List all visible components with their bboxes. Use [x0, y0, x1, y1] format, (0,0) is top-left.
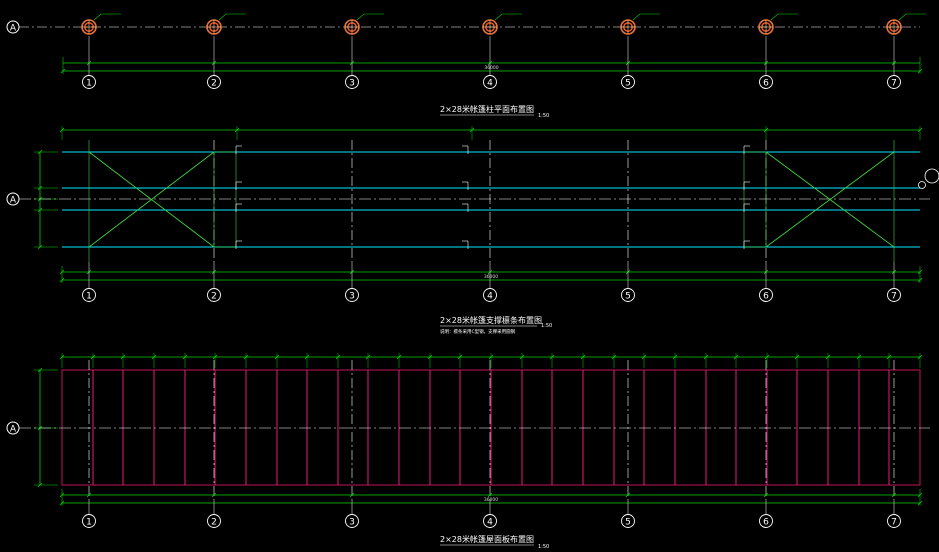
dimension-tick [86, 492, 92, 498]
view-roof-panel-layout: A 36000 1 2 3 4 5 6 7 2×28米帐篷屋面板布置图 1:50 [6, 353, 930, 550]
end-bay-frame-box [743, 151, 767, 248]
axis-bubble-3 [345, 514, 359, 528]
dimension-tick [211, 492, 217, 498]
dimension-overall-value: 36000 [484, 497, 498, 503]
column-leader-line [494, 13, 503, 21]
column-leader-line [218, 13, 227, 21]
purlin-layout-bottom-dimensions: 36000 [59, 266, 923, 283]
column-leader-line [898, 13, 907, 21]
axis-bubble-6 [759, 514, 773, 528]
axis-bubble-7 [887, 75, 901, 89]
dimension-overall-value: 36000 [484, 274, 498, 280]
purlin-layout-axis-bubbles: 1 2 3 4 5 6 7 [82, 262, 901, 302]
roof-layout-title: 2×28米帐篷屋面板布置图 [440, 534, 534, 544]
column-markers [81, 13, 926, 35]
column-leader-line [356, 13, 365, 21]
axis-label-1: 1 [86, 79, 92, 89]
axis-label-3: 3 [349, 292, 355, 302]
dimension-tick [763, 492, 769, 498]
detail-callout-bubble [924, 168, 939, 184]
dimension-tick [349, 492, 355, 498]
axis-label-6: 6 [763, 518, 769, 528]
axis-label-1: 1 [86, 518, 92, 528]
axis-label-2: 2 [211, 79, 217, 89]
axis-label-4: 4 [487, 292, 493, 302]
axis-bubble-3 [345, 288, 359, 302]
purlin-layout-scale: 1:50 [541, 323, 552, 329]
column-layout-title: 2×28米帐篷柱平面布置图 [440, 104, 534, 114]
purlin-layout-top-dimensions [59, 126, 923, 140]
axis-bubble-4 [483, 514, 497, 528]
purlin-layout-note: 说明：檩条采用C型钢，支撑采用圆钢 [440, 328, 516, 335]
axis-label-7: 7 [891, 79, 897, 89]
axis-label-1: 1 [86, 292, 92, 302]
axis-bubble-2 [207, 514, 221, 528]
column-layout-scale: 1:50 [538, 113, 549, 119]
view-purlin-bracing-layout: A 36000 1 2 3 4 5 6 7 2×28米帐篷支撑檩条布置图 1:50 说明：檩… [6, 126, 939, 335]
roof-layout-bottom-dimensions: 36000 [59, 489, 923, 506]
axis-label-7: 7 [891, 518, 897, 528]
dimension-tick [891, 492, 897, 498]
axis-label-6: 6 [763, 292, 769, 302]
axis-label-6: 6 [763, 79, 769, 89]
column-layout-axis-bubbles: 1 2 3 4 5 6 7 [82, 36, 901, 89]
row-axis-label-a-3: A [10, 425, 17, 435]
roof-layout-axis-bubbles: 1 2 3 4 5 6 7 [82, 500, 901, 528]
axis-label-7: 7 [891, 292, 897, 302]
axis-bubble-6 [759, 75, 773, 89]
cross-brace [88, 151, 215, 248]
axis-label-3: 3 [349, 79, 355, 89]
axis-bubble-5 [621, 288, 635, 302]
axis-label-2: 2 [211, 518, 217, 528]
roof-layout-scale: 1:50 [538, 544, 549, 550]
axis-bubble-7 [887, 288, 901, 302]
axis-label-5: 5 [625, 79, 631, 89]
axis-bubble-1 [82, 75, 96, 89]
row-axis-label-a-2: A [10, 196, 17, 206]
axis-bubble-6 [759, 288, 773, 302]
axis-bubble-5 [621, 75, 635, 89]
column-leader-line [770, 13, 779, 21]
axis-label-3: 3 [349, 518, 355, 528]
axis-bubble-3 [345, 75, 359, 89]
roof-panel-plan [19, 360, 930, 500]
axis-label-5: 5 [625, 292, 631, 302]
cross-brace [765, 151, 895, 248]
axis-bubble-2 [207, 288, 221, 302]
axis-bubble-7 [887, 514, 901, 528]
row-axis-label-a: A [10, 24, 17, 34]
axis-bubble-1 [82, 514, 96, 528]
purlin-bracing-plan [19, 140, 939, 262]
dimension-tick [487, 492, 493, 498]
axis-bubble-4 [483, 75, 497, 89]
end-detail-marker [918, 181, 926, 189]
end-bay-frame-box [213, 151, 237, 248]
axis-bubble-2 [207, 75, 221, 89]
axis-bubble-5 [621, 514, 635, 528]
dimension-overall-value: 36000 [484, 65, 498, 71]
column-leader-line [93, 13, 102, 21]
axis-bubble-1 [82, 288, 96, 302]
axis-label-4: 4 [487, 79, 493, 89]
column-leader-line [632, 13, 641, 21]
axis-label-4: 4 [487, 518, 493, 528]
axis-label-5: 5 [625, 518, 631, 528]
view-column-layout: A 36000 1 2 3 4 5 6 7 2×28米帐篷柱平面布置图 1:50 [6, 13, 926, 119]
dimension-tick [625, 492, 631, 498]
axis-bubble-4 [483, 288, 497, 302]
roof-layout-top-dimensions [59, 353, 923, 368]
axis-label-2: 2 [211, 292, 217, 302]
purlin-layout-title: 2×28米帐篷支撑檩条布置图 [440, 315, 542, 325]
